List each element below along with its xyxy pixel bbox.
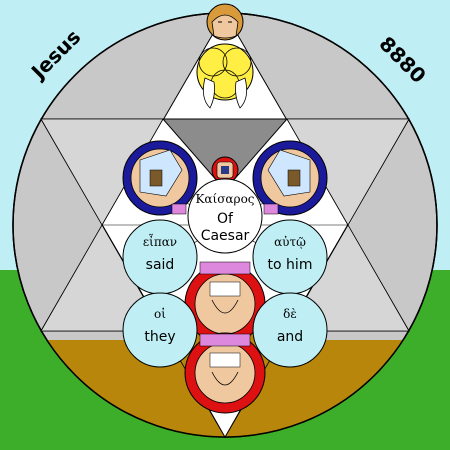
bubble-caesar: Καίσαρος Of Caesar (187, 178, 263, 254)
they-greek: οἱ (154, 306, 166, 321)
caesar-greek: Καίσαρος (195, 192, 254, 206)
bubble-said: εἶπαν said (122, 219, 198, 295)
top-figure (196, 3, 254, 109)
dark-wedge (161, 118, 289, 191)
bubble-to-him: αὐτῷ to him (252, 219, 328, 295)
said-english: said (146, 257, 175, 273)
bubble-and: δὲ and (252, 292, 328, 368)
lower-medallion-2 (184, 332, 266, 414)
caesar-english-1: Of (217, 211, 234, 227)
small-face (211, 156, 239, 184)
said-greek: εἶπαν (143, 233, 177, 249)
right-medallion (252, 140, 328, 216)
left-medallion (122, 140, 198, 216)
and-english: and (277, 329, 303, 345)
to-him-greek: αὐτῷ (274, 235, 306, 249)
and-greek: δὲ (283, 307, 297, 321)
caesar-english-2: Caesar (201, 228, 250, 244)
to-him-english: to him (268, 257, 313, 273)
bubble-they: οἱ they (122, 292, 198, 368)
lower-medallion-1 (184, 261, 266, 345)
they-english: they (144, 329, 175, 345)
